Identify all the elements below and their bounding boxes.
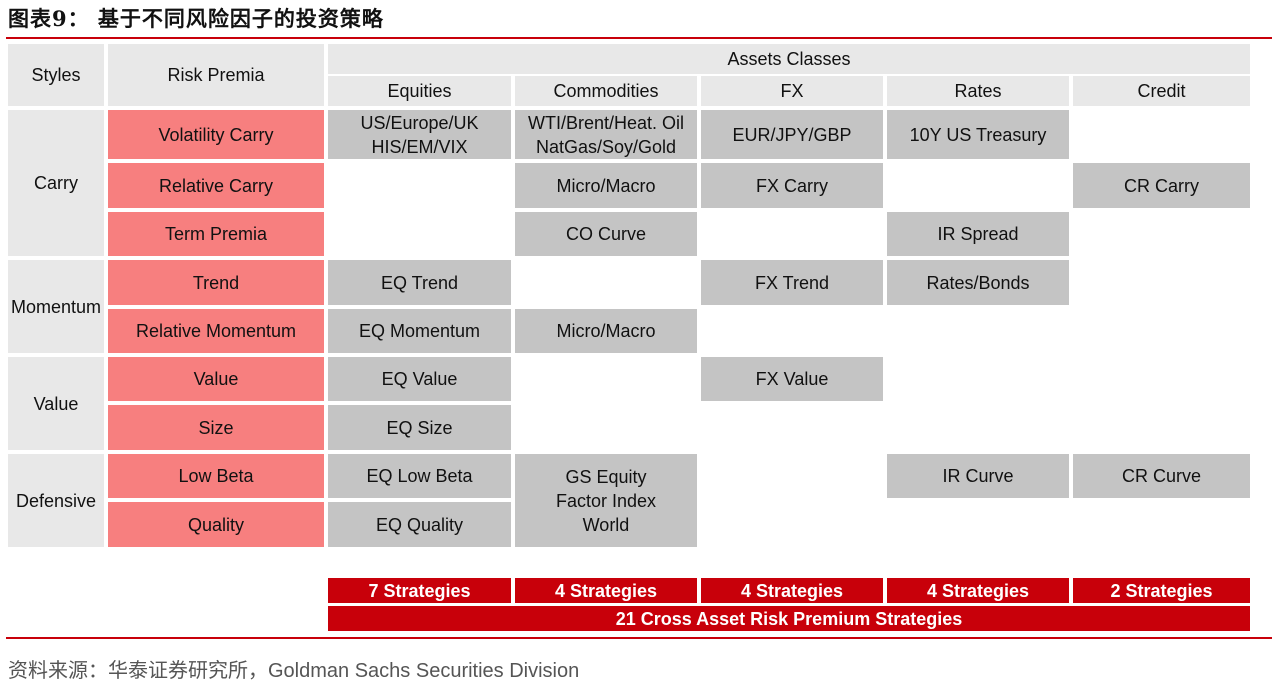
style-carry: Carry	[8, 110, 104, 256]
cell-relative-carry-fx: FX Carry	[701, 163, 883, 208]
cell-trend-equities: EQ Trend	[328, 260, 511, 305]
cell-volatility-carry-commodities: WTI/Brent/Heat. Oil NatGas/Soy/Gold	[515, 110, 697, 159]
total-commodities: 4 Strategies	[515, 578, 697, 603]
header-credit: Credit	[1073, 76, 1250, 106]
style-defensive: Defensive	[8, 454, 104, 547]
cell-quality-equities: EQ Quality	[328, 502, 511, 547]
cell-relative-carry-commodities: Micro/Macro	[515, 163, 697, 208]
premia-trend: Trend	[108, 260, 324, 305]
figure-title: 图表9： 基于不同风险因子的投资策略	[8, 6, 384, 31]
total-rates: 4 Strategies	[887, 578, 1069, 603]
source-en: Goldman Sachs Securities Division	[268, 660, 580, 682]
cell-value-equities: EQ Value	[328, 357, 511, 401]
cell-relative-momentum-commodities: Micro/Macro	[515, 309, 697, 353]
cell-term-premia-rates: IR Spread	[887, 212, 1069, 256]
bottom-rule	[6, 637, 1272, 639]
cell-volatility-carry-equities: US/Europe/UK HIS/EM/VIX	[328, 110, 511, 159]
style-momentum: Momentum	[8, 260, 104, 353]
cell-relative-carry-credit: CR Carry	[1073, 163, 1250, 208]
header-rates: Rates	[887, 76, 1069, 106]
header-fx: FX	[701, 76, 883, 106]
style-value: Value	[8, 357, 104, 450]
header-assets-classes: Assets Classes	[328, 44, 1250, 74]
premia-relative-momentum: Relative Momentum	[108, 309, 324, 353]
cell-term-premia-commodities: CO Curve	[515, 212, 697, 256]
cell-low-beta-credit: CR Curve	[1073, 454, 1250, 498]
cell-trend-rates: Rates/Bonds	[887, 260, 1069, 305]
premia-relative-carry: Relative Carry	[108, 163, 324, 208]
cell-size-equities: EQ Size	[328, 405, 511, 450]
cell-volatility-carry-rates: 10Y US Treasury	[887, 110, 1069, 159]
cell-low-beta-rates: IR Curve	[887, 454, 1069, 498]
premia-quality: Quality	[108, 502, 324, 547]
cell-volatility-carry-fx: EUR/JPY/GBP	[701, 110, 883, 159]
top-rule	[6, 37, 1272, 39]
cell-low-beta-equities: EQ Low Beta	[328, 454, 511, 498]
premia-size: Size	[108, 405, 324, 450]
header-equities: Equities	[328, 76, 511, 106]
total-fx: 4 Strategies	[701, 578, 883, 603]
cell-relative-momentum-equities: EQ Momentum	[328, 309, 511, 353]
header-risk-premia: Risk Premia	[108, 44, 324, 106]
cell-defensive-commodities: GS Equity Factor Index World	[515, 454, 697, 547]
header-styles: Styles	[8, 44, 104, 106]
source-note: 资料来源：华泰证券研究所，Goldman Sachs Securities Di…	[8, 654, 579, 683]
premia-term-premia: Term Premia	[108, 212, 324, 256]
cell-value-fx: FX Value	[701, 357, 883, 401]
total-equities: 7 Strategies	[328, 578, 511, 603]
premia-volatility-carry: Volatility Carry	[108, 110, 324, 159]
header-commodities: Commodities	[515, 76, 697, 106]
total-credit: 2 Strategies	[1073, 578, 1250, 603]
cell-trend-fx: FX Trend	[701, 260, 883, 305]
premia-low-beta: Low Beta	[108, 454, 324, 498]
premia-value: Value	[108, 357, 324, 401]
total-overall: 21 Cross Asset Risk Premium Strategies	[328, 606, 1250, 631]
source-cn: 资料来源：华泰证券研究所，	[8, 658, 268, 682]
